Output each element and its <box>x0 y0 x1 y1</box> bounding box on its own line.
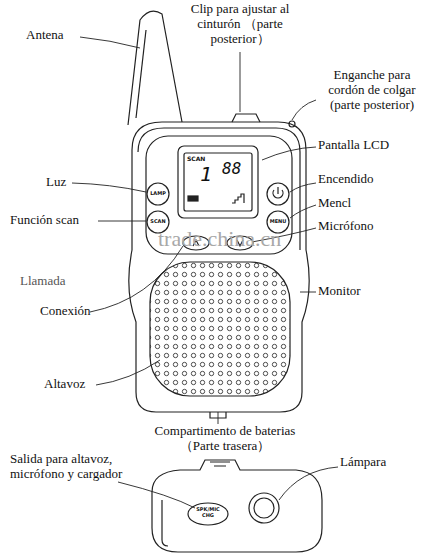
part-label: Monitor <box>318 284 418 299</box>
button-text: LAMP <box>147 191 169 197</box>
button-text: MENU <box>267 219 289 225</box>
part-label: Enganche para cordón de colgar (parte po… <box>317 68 427 113</box>
part-label: Pantalla LCD <box>318 138 426 153</box>
part-label: Función scan <box>10 213 100 228</box>
part-label: Salida para altavoz, micrófono y cargado… <box>10 452 160 482</box>
lcd-digit: 1 <box>200 163 220 186</box>
part-label: Encendido <box>318 172 418 187</box>
jack-text: SPK/MIC CHG <box>190 507 226 518</box>
part-label: Mencl <box>318 196 418 211</box>
button-text: SCAN <box>147 219 169 225</box>
lcd-text: SCAN <box>187 156 217 163</box>
part-label: Compartimento de baterias （Parte trasera… <box>140 424 310 454</box>
part-label: Llamada <box>20 274 90 289</box>
watermark: trade.china.cn <box>158 226 318 251</box>
part-label: Antena <box>26 28 86 43</box>
part-label: Luz <box>46 175 76 190</box>
part-label: Clip para ajustar al cinturón （parte pos… <box>186 2 294 47</box>
lcd-digit: 88 <box>222 160 252 178</box>
part-label: Altavoz <box>44 377 104 392</box>
part-label: Lámpara <box>340 455 420 470</box>
part-label: Conexión <box>40 304 110 319</box>
part-label: Micrófono <box>318 219 418 234</box>
